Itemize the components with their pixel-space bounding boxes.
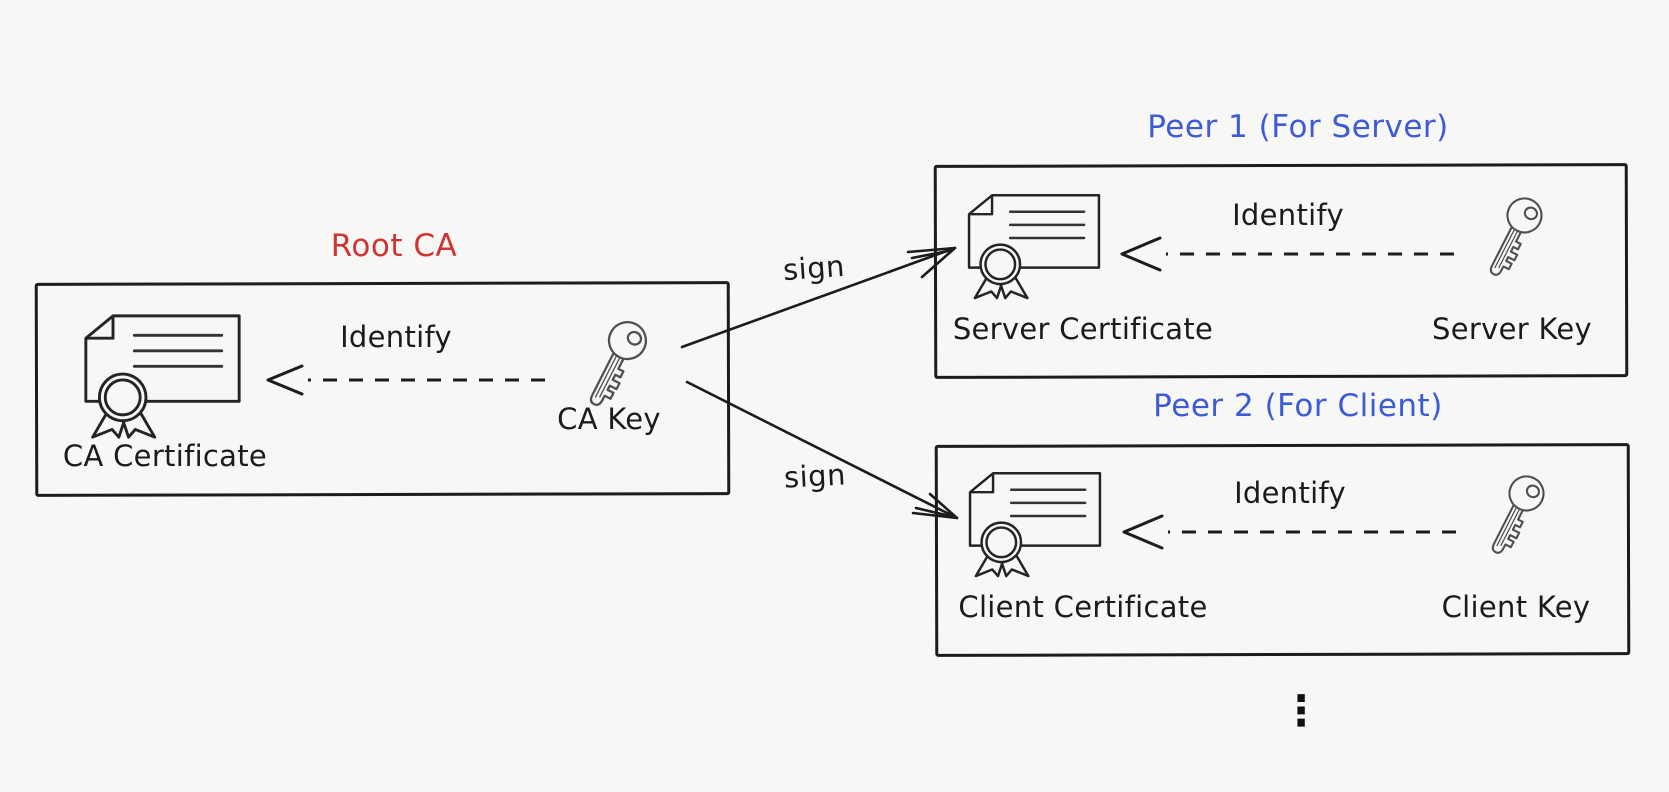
server-certificate-icon (967, 194, 1101, 300)
more-peers-ellipsis: ⋮ (1280, 686, 1322, 735)
peer2-identify-label: Identify (1234, 476, 1346, 510)
server-key-icon (1478, 191, 1549, 284)
root-identify-arrow (266, 364, 545, 396)
client-key-icon (1480, 469, 1551, 562)
server-certificate-label: Server Certificate (952, 312, 1214, 346)
server-key-label: Server Key (1432, 312, 1592, 346)
client-key-label: Client Key (1441, 590, 1591, 624)
peer2-title: Peer 2 (For Client) (1153, 388, 1443, 424)
root-identify-label: Identify (340, 320, 452, 354)
root-ca-title: Root CA (330, 228, 458, 264)
peer1-title: Peer 1 (For Server) (1147, 109, 1449, 145)
sign-bottom-label: sign (783, 457, 847, 495)
peer1-identify-arrow (1120, 236, 1454, 272)
client-certificate-icon (968, 472, 1102, 578)
ca-certificate-label: CA Certificate (62, 439, 268, 473)
ca-key-label: CA Key (557, 402, 661, 436)
client-certificate-label: Client Certificate (958, 590, 1208, 624)
sign-top-label: sign (781, 248, 847, 288)
peer1-identify-label: Identify (1232, 198, 1344, 232)
ca-certificate-icon (84, 314, 241, 439)
peer2-identify-arrow (1122, 514, 1456, 550)
